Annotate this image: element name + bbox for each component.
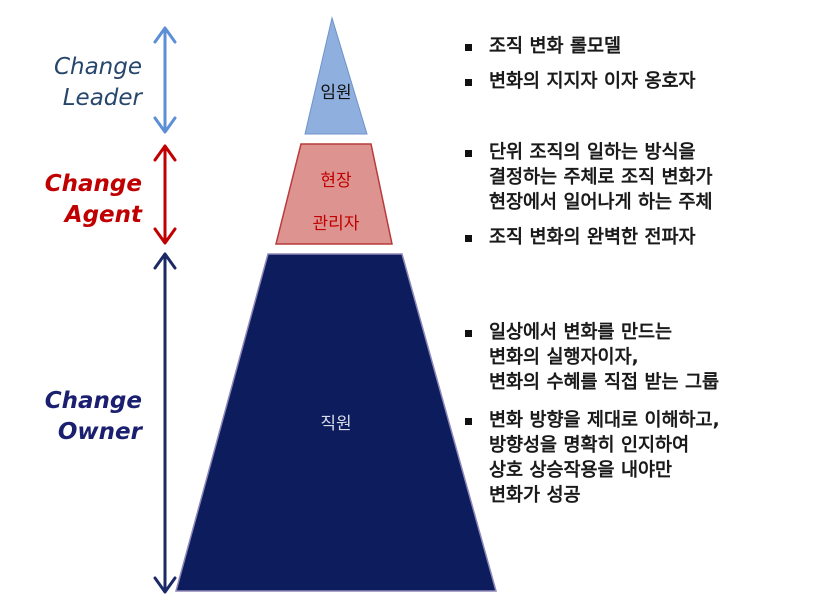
change-agent-label: Change Agent <box>20 169 142 231</box>
manager-label-line2: 관리자 <box>312 214 360 234</box>
change-owner-label: Change Owner <box>20 386 142 448</box>
executive-level <box>304 16 368 135</box>
change-leader-line1: Change <box>53 54 142 80</box>
change-leader-label: Change Leader <box>20 52 142 114</box>
executive-level-label: 임원 <box>320 83 352 103</box>
manager-level <box>275 143 393 245</box>
manager-bullet-list: 단위 조직의 일하는 방식을 결정하는 주체로 조직 변화가 현장에서 일어나게… <box>465 140 815 250</box>
executive-bullet-list: 조직 변화 롤모델 변화의 지지자 이자 옹호자 <box>465 34 815 94</box>
manager-label-line1: 현장 <box>320 171 352 191</box>
owner-double-arrow <box>153 252 177 594</box>
staff-bullet-list: 일상에서 변화를 만드는 변화의 실행자이자, 변화의 수혜를 직접 받는 그룹… <box>465 320 815 508</box>
manager-level-label: 현장 관리자 <box>296 160 376 246</box>
bullet-item: 조직 변화의 완벽한 전파자 <box>465 225 815 250</box>
bullet-item: 일상에서 변화를 만드는 변화의 실행자이자, 변화의 수혜를 직접 받는 그룹 <box>465 320 815 395</box>
change-leader-line2: Leader <box>62 85 142 111</box>
bullet-item: 변화의 지지자 이자 옹호자 <box>465 69 815 94</box>
change-owner-line2: Owner <box>57 419 142 445</box>
bullet-item: 변화 방향을 제대로 이해하고, 방향성을 명확히 인지하여 상호 상승작용을 … <box>465 408 815 508</box>
staff-level <box>175 253 497 592</box>
leader-double-arrow <box>153 26 177 134</box>
agent-double-arrow <box>153 144 177 245</box>
change-owner-line1: Change <box>44 388 142 414</box>
change-agent-line2: Agent <box>64 202 142 228</box>
staff-level-label: 직원 <box>320 414 352 434</box>
bullet-item: 단위 조직의 일하는 방식을 결정하는 주체로 조직 변화가 현장에서 일어나게… <box>465 140 815 215</box>
bullet-item: 조직 변화 롤모델 <box>465 34 815 59</box>
change-agent-line1: Change <box>44 171 142 197</box>
